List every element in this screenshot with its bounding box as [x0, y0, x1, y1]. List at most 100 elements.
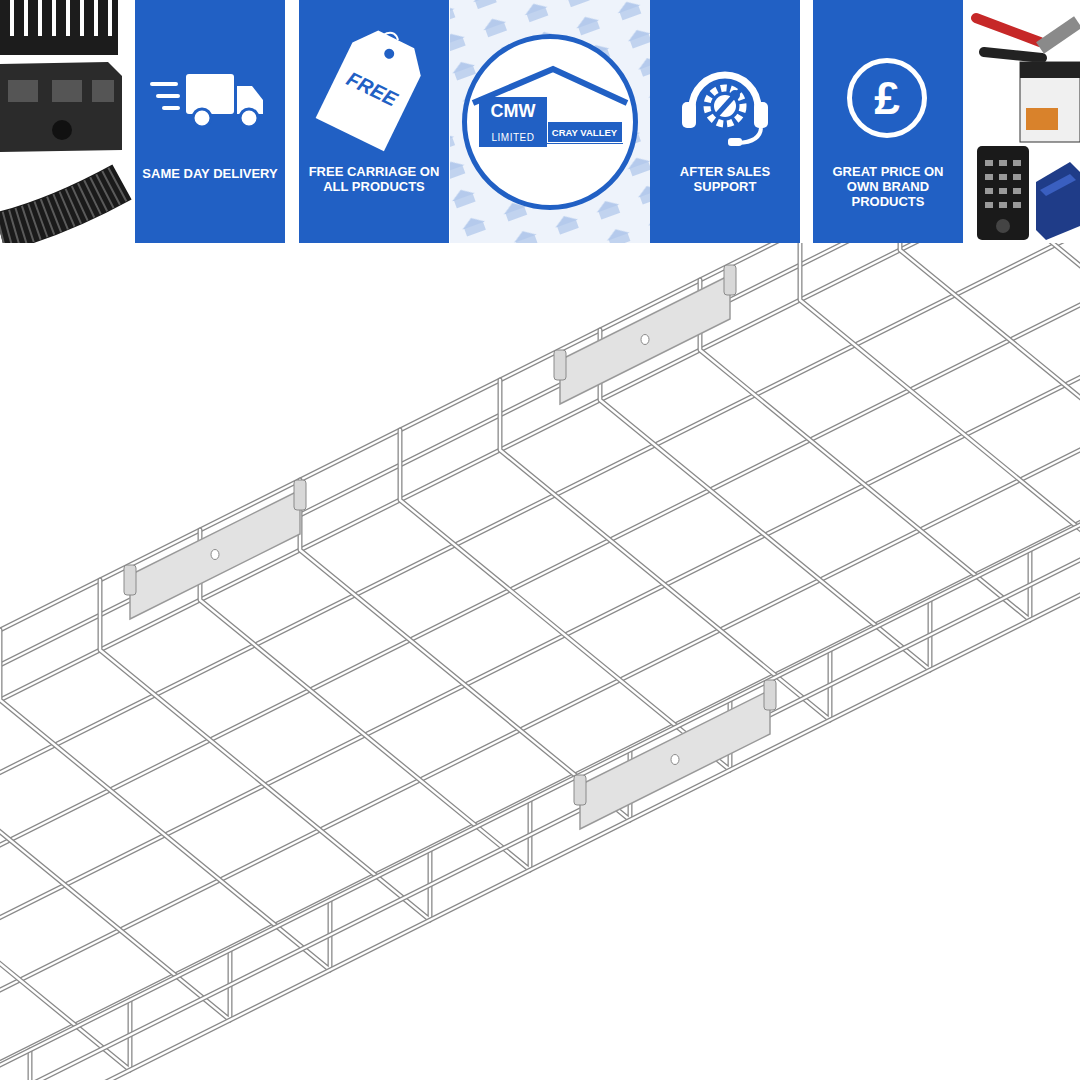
joiner-plate: [560, 275, 730, 404]
floor-box-photo: [0, 62, 122, 152]
text-holder: FREE CARRIAGE ON ALL PRODUCTS: [304, 164, 444, 195]
near-wall-wire: [0, 120, 1080, 1080]
logo-subtitle-box: CRAY VALLEY: [547, 121, 623, 143]
keypad-photo: [1013, 202, 1021, 208]
feature-label: FREE CARRIAGE ON ALL PRODUCTS: [304, 164, 444, 194]
far-wall-wire: [0, 0, 1080, 980]
tag-hole: [383, 47, 396, 60]
pound-badge: £: [847, 58, 927, 138]
far-wall-wire: [0, 0, 1080, 1050]
joiner-plate: [574, 680, 776, 829]
cross-wire: [0, 730, 130, 1070]
controller-photo: [1036, 162, 1080, 240]
text-holder: GREAT PRICE ON OWN BRAND PRODUCTS: [818, 164, 958, 210]
far-wall-wire: [0, 0, 1080, 1050]
keypad-photo: [985, 160, 993, 166]
support-icon: [682, 75, 768, 146]
blue-panel: [135, 0, 285, 243]
plate-hole: [211, 550, 219, 560]
text-holder: CRAY VALLEY: [548, 122, 621, 142]
text-holder: £: [852, 63, 922, 133]
keypad-photo: [999, 160, 1007, 166]
keypad-photo: [977, 146, 1029, 240]
near-wall-wire: [0, 120, 1080, 1080]
logo-text: CMW: [491, 101, 536, 121]
truck-icon: [186, 74, 234, 114]
text-holder: LIMITED: [479, 127, 547, 145]
near-wall-wire: [0, 120, 1080, 1080]
cross-wire: [0, 780, 30, 1080]
truck-icon: [150, 82, 178, 86]
keypad-photo: [1013, 188, 1021, 194]
cross-wire: [0, 780, 30, 1080]
joiner-plate: [124, 480, 306, 619]
feature-panel: SAME DAY DELIVERY: [135, 0, 285, 243]
truck-icon: [156, 94, 180, 98]
truck-icon: [162, 106, 180, 110]
cable-duct-photo: [0, 0, 118, 55]
price-tag: FREE: [316, 23, 431, 152]
support-icon: [707, 88, 743, 124]
support-icon: [728, 138, 742, 146]
feature-label: SAME DAY DELIVERY: [142, 166, 277, 181]
support-icon: [716, 96, 734, 116]
cable-duct-photo: [10, 0, 112, 36]
joiner-plate: [130, 490, 300, 619]
cross-wire: [0, 730, 130, 1070]
cable-duct-photo: [0, 0, 118, 55]
joiner-plate: [554, 265, 736, 404]
truck-icon: [240, 109, 258, 127]
plate-clip: [554, 350, 566, 380]
flex-conduit-photo: [0, 182, 122, 232]
far-wall-wire: [0, 0, 1080, 980]
crimping-tool-photo: [984, 52, 1042, 58]
support-icon: [682, 102, 696, 128]
plate-clip: [574, 775, 586, 805]
floor-box-photo: [92, 80, 114, 102]
support-icon: [730, 90, 740, 100]
plate-clip: [724, 265, 736, 295]
product-box-photo: [1020, 62, 1080, 78]
cable-duct-photo: [66, 0, 70, 36]
plate-hole: [641, 335, 649, 345]
plate-clip: [294, 480, 306, 510]
text-holder: CMW: [479, 101, 547, 121]
keypad-photo: [996, 219, 1010, 233]
product-box-photo: [1020, 62, 1080, 142]
controller-photo: [1036, 162, 1080, 240]
feature-label: AFTER SALES SUPPORT: [655, 164, 795, 194]
cable-duct-photo: [24, 0, 28, 36]
flex-conduit-photo: [0, 182, 122, 232]
tag-shape: [316, 23, 431, 152]
keypad-photo: [1013, 174, 1021, 180]
far-wall-wire: [0, 0, 1080, 980]
keypad-photo: [999, 188, 1007, 194]
logo-pattern: [450, 0, 650, 243]
currency-symbol: £: [874, 63, 900, 133]
blue-panel: [650, 0, 800, 243]
plate-clip: [124, 565, 136, 595]
crimping-tool-photo: [976, 18, 1078, 58]
feature-panel: FREE CARRIAGE ON ALL PRODUCTS FREE: [299, 0, 449, 243]
crimping-tool-photo: [976, 18, 1040, 42]
cable-duct-photo: [10, 0, 14, 36]
logo-badge: CMW LIMITEDCRAY VALLEY: [462, 34, 638, 210]
keypad-photo: [999, 174, 1007, 180]
cross-wire: [0, 780, 30, 1080]
keypad-photo: [985, 174, 993, 180]
keypad-photo: [1013, 160, 1021, 166]
banner-ground: [0, 0, 1080, 243]
plate-clip: [764, 680, 776, 710]
blue-panel: [299, 0, 449, 243]
cable-duct-photo: [94, 0, 98, 36]
feature-label: GREAT PRICE ON OWN BRAND PRODUCTS: [818, 164, 958, 209]
product-box-photo: [1026, 108, 1058, 130]
